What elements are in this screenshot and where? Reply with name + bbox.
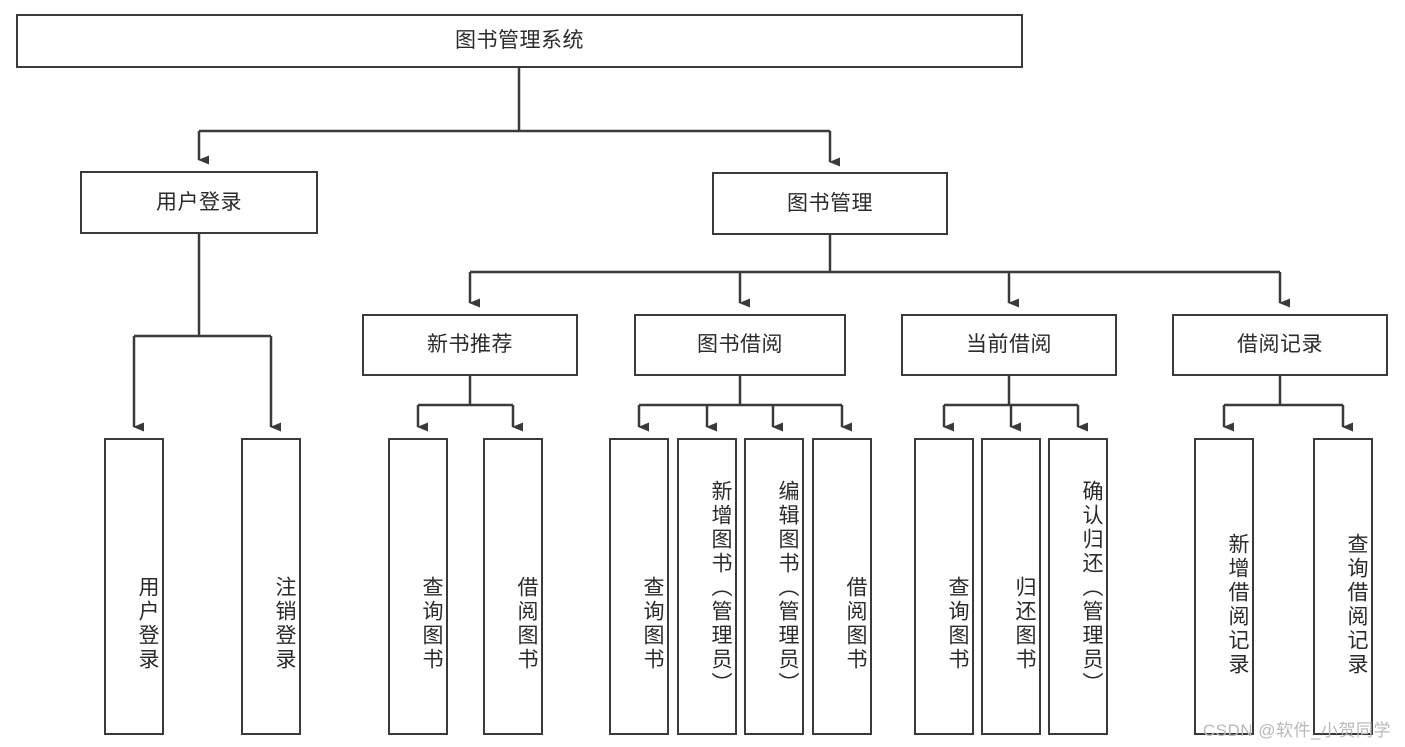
node-label: 图书借阅 [697, 333, 783, 357]
node-current-borrow[interactable]: 当前借阅 [901, 314, 1117, 376]
node-book-management-system[interactable]: 图书管理系统 [16, 14, 1023, 68]
node-label: 确认归还（管理员） [1080, 479, 1103, 696]
node-label: 归还图书 [1013, 575, 1036, 672]
node-label: 借阅图书 [515, 575, 538, 672]
node-label: 查询图书 [420, 575, 443, 672]
node-label: 查询图书 [641, 575, 664, 672]
node-label: 用户登录 [156, 190, 242, 214]
leaf-borrow-book[interactable]: 借阅图书 [812, 438, 872, 735]
node-label: 借阅图书 [844, 575, 867, 672]
leaf-query-borrow-record[interactable]: 查询借阅记录 [1313, 438, 1373, 735]
node-label: 新增图书（管理员） [709, 479, 732, 696]
leaf-query-book-current[interactable]: 查询图书 [914, 438, 974, 735]
leaf-confirm-return[interactable]: 确认归还（管理员） [1048, 438, 1108, 735]
leaf-edit-book[interactable]: 编辑图书（管理员） [744, 438, 804, 735]
node-label: 查询借阅记录 [1345, 532, 1368, 677]
leaf-add-borrow-record[interactable]: 新增借阅记录 [1194, 438, 1254, 735]
node-label: 编辑图书（管理员） [776, 479, 799, 696]
node-label: 用户登录 [136, 575, 159, 672]
node-label: 借阅记录 [1237, 333, 1323, 357]
leaf-user-login[interactable]: 用户登录 [104, 438, 164, 735]
leaf-borrow-book-recommend[interactable]: 借阅图书 [483, 438, 543, 735]
leaf-add-book[interactable]: 新增图书（管理员） [677, 438, 737, 735]
node-label: 查询图书 [946, 575, 969, 672]
node-user-login[interactable]: 用户登录 [80, 171, 318, 234]
node-label: 图书管理系统 [455, 29, 584, 53]
node-label: 新书推荐 [427, 333, 513, 357]
node-borrow-record[interactable]: 借阅记录 [1172, 314, 1388, 376]
node-label: 注销登录 [273, 575, 296, 672]
node-book-management[interactable]: 图书管理 [712, 172, 948, 235]
leaf-query-book-recommend[interactable]: 查询图书 [388, 438, 448, 735]
node-label: 新增借阅记录 [1226, 532, 1249, 677]
leaf-query-book-borrow[interactable]: 查询图书 [609, 438, 669, 735]
leaf-return-book[interactable]: 归还图书 [981, 438, 1041, 735]
node-new-book-recommend[interactable]: 新书推荐 [362, 314, 578, 376]
leaf-logout[interactable]: 注销登录 [241, 438, 301, 735]
node-book-borrow[interactable]: 图书借阅 [634, 314, 846, 376]
node-label: 当前借阅 [966, 333, 1052, 357]
node-label: 图书管理 [787, 191, 873, 215]
